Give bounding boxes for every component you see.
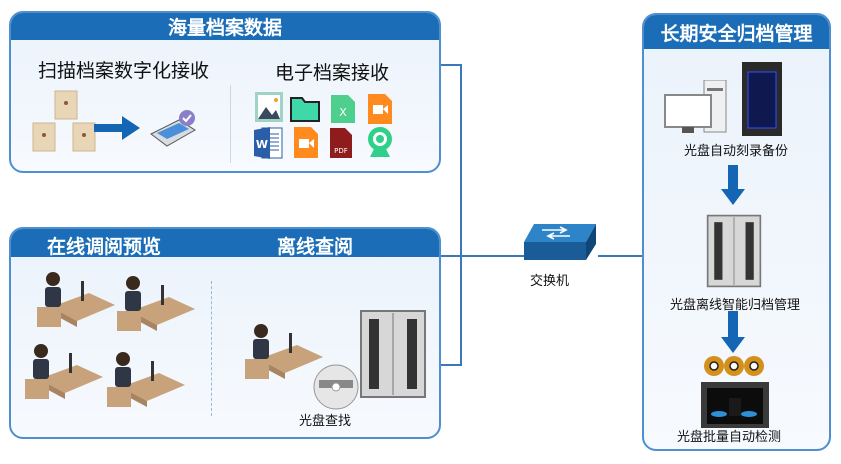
optical-disc-icon	[313, 364, 359, 410]
pdf-icon: PDF	[330, 128, 352, 158]
arrow-down-icon	[721, 165, 745, 205]
connector-line	[440, 255, 525, 257]
section-divider	[230, 85, 231, 163]
scan-section-title: 扫描档案数字化接收	[38, 60, 210, 82]
disc-cabinet-icon	[360, 310, 426, 398]
svg-text:PDF: PDF	[334, 147, 348, 155]
archive-title: 长期安全归档管理	[660, 22, 813, 45]
archive-header: 长期安全归档管理	[644, 15, 829, 49]
section-divider	[211, 281, 212, 416]
disc-reels-icon	[704, 356, 764, 376]
webcam-icon	[368, 127, 392, 157]
excel-icon: X	[331, 95, 355, 123]
arrow-right-icon	[94, 116, 140, 140]
video-icon	[368, 94, 392, 124]
connector-line	[440, 64, 461, 66]
workstation-user-icon	[37, 272, 115, 327]
disc-burner-server-icon	[742, 62, 782, 136]
network-switch-icon	[524, 224, 596, 260]
step-batch-inspection: 光盘批量自动检测	[677, 430, 782, 445]
workstation-user-icon	[107, 352, 185, 407]
mass-data-panel: 海量档案数据 扫描档案数字化接收 电子档案接收 X W PDF	[9, 11, 441, 173]
computer-icon	[664, 80, 727, 133]
connector-line	[460, 64, 462, 366]
archive-panel: 长期安全归档管理 光盘自动刻录备份 光盘离线智能归档管理 光盘批量自动检测	[642, 13, 831, 451]
word-icon: W	[254, 127, 283, 159]
image-icon	[255, 92, 283, 122]
disc-search-label: 光盘查找	[299, 414, 352, 429]
electronic-section-title: 电子档案接收	[275, 62, 390, 84]
mass-data-header: 海量档案数据	[11, 13, 439, 40]
arrow-down-icon	[721, 311, 745, 353]
svg-text:X: X	[339, 106, 347, 119]
disc-inspector-icon	[701, 382, 769, 428]
offline-access-title: 离线查阅	[277, 236, 354, 258]
workstation-user-icon	[117, 276, 195, 331]
connector-line	[440, 364, 461, 366]
online-preview-title: 在线调阅预览	[47, 236, 162, 258]
access-panel: 在线调阅预览 离线查阅 光盘查找	[9, 227, 441, 439]
switch-label: 交换机	[530, 274, 570, 289]
step-offline-archive: 光盘离线智能归档管理	[670, 298, 801, 313]
step-burn-backup: 光盘自动刻录备份	[684, 144, 789, 159]
disc-cabinet-icon	[706, 214, 762, 288]
mass-data-title: 海量档案数据	[167, 17, 282, 39]
archive-boxes-icon	[32, 90, 96, 152]
access-header: 在线调阅预览 离线查阅	[11, 229, 439, 258]
folder-icon	[290, 97, 320, 122]
svg-text:W: W	[256, 138, 268, 151]
connector-line	[598, 255, 644, 257]
video-icon	[294, 127, 318, 158]
scanner-icon	[150, 110, 196, 147]
workstation-user-icon	[25, 344, 103, 399]
